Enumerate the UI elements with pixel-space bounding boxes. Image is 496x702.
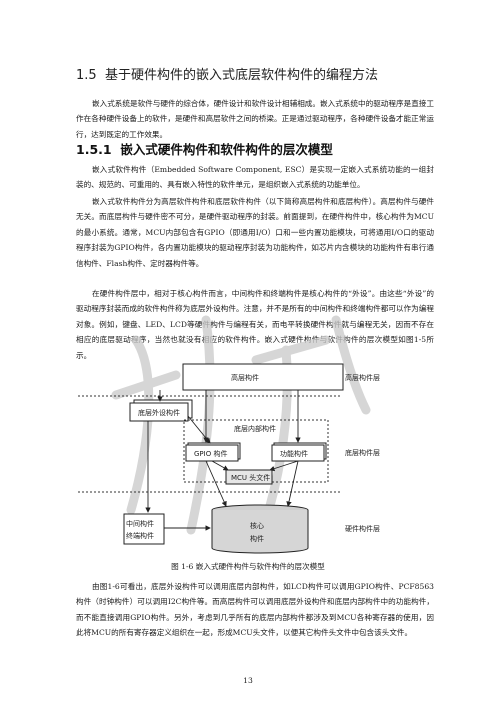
internal-label: 底层内部构件 xyxy=(234,424,276,433)
middle-terminal-box xyxy=(123,513,165,545)
gpio-label: GPIO 构件 xyxy=(194,449,227,458)
core-label-1: 核心 xyxy=(250,521,264,530)
core-cylinder-body xyxy=(211,510,309,554)
mcu-header-box xyxy=(225,469,273,485)
subsection-number: 1.5.1 xyxy=(76,142,112,157)
figure-caption: 图 1-6 嵌入式硬件构件与软件构件的层次模型 xyxy=(171,562,325,571)
page-number: 13 xyxy=(243,676,253,685)
peripheral-label: 底层外设构件 xyxy=(138,408,180,417)
paragraph-figure-explanation: 由图1-6可看出，底层外设构件可以调用底层内部构件，如LCD构件可以调用GPIO… xyxy=(76,582,434,638)
high-component-box xyxy=(182,363,344,391)
peripheral-box-front xyxy=(129,402,189,422)
subsection-heading: 1.5.1 嵌入式硬件构件和软件构件的层次模型 xyxy=(76,139,333,158)
hw-layer-label: 硬件构件层 xyxy=(345,524,380,533)
core-label-2: 构件 xyxy=(250,534,264,543)
low-layer-label: 底层构件层 xyxy=(345,448,380,457)
dependency-arrows xyxy=(145,390,301,531)
paragraph-peripheral-components: 在硬件构件层中，相对于核心构件而言，中间构件和终端构件是核心构件的“外设”。由这… xyxy=(76,289,434,360)
layer-model-diagram: 高层构件 高层构件层 底层外设构件 底层内部构件 GPIO 构件 功能构件 MC… xyxy=(78,363,380,554)
paragraph-component-types: 嵌入式软件构件分为高层软件构件和底层软件构件（以下简称高层构件和底层构件）。高层… xyxy=(76,197,434,268)
high-component-label: 高层构件 xyxy=(231,373,259,382)
paragraph-esc-definition: 嵌入式软件构件（Embedded Software Component, ESC… xyxy=(76,165,434,190)
middle-label: 中间构件 xyxy=(126,519,154,528)
mcu-header-label: MCU 头文件 xyxy=(231,473,270,482)
section-heading: 1.5 基于硬件构件的嵌入式底层软件构件的编程方法 xyxy=(76,64,378,83)
high-layer-label: 高层构件层 xyxy=(345,373,380,382)
section-number: 1.5 xyxy=(76,68,97,83)
function-label: 功能构件 xyxy=(280,449,308,458)
subsection-title: 嵌入式硬件构件和软件构件的层次模型 xyxy=(120,142,333,157)
section-title: 基于硬件构件的嵌入式底层软件构件的编程方法 xyxy=(104,68,378,83)
terminal-label: 终端构件 xyxy=(126,531,154,540)
intro-paragraph: 嵌入式系统是软件与硬件的综合体，硬件设计和软件设计相辅相成。嵌入式系统中的驱动程… xyxy=(76,99,434,139)
